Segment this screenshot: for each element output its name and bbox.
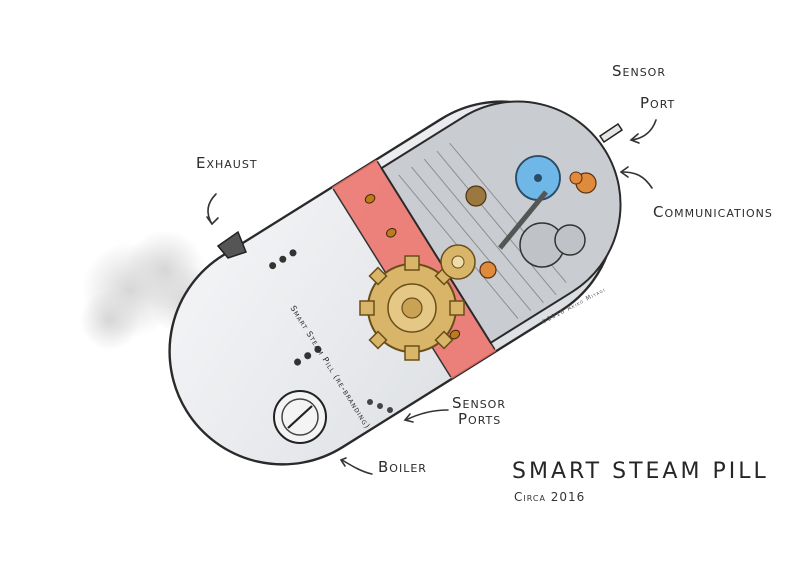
brown-gear — [465, 185, 487, 207]
sensor-port-holes — [367, 399, 393, 413]
sensor-port-label-line1: Sensor — [612, 62, 666, 80]
cutaway-interior — [380, 100, 622, 345]
exhaust-pipe — [216, 230, 247, 259]
small-gold-gear — [440, 244, 476, 280]
orange-gear-left — [479, 261, 497, 279]
boiler-label: Boiler — [378, 458, 427, 476]
exhaust-label: Exhaust — [196, 154, 258, 172]
sensor-port — [598, 122, 624, 144]
sensor-port-label-line2: Port — [640, 94, 676, 112]
orange-gear-right — [569, 171, 597, 194]
piston-rod — [498, 190, 548, 250]
sensor-ports-arrow — [405, 409, 449, 421]
blue-sphere — [515, 155, 561, 201]
sensor-ports-label-line1: Sensor — [452, 394, 506, 412]
sensor-port-arrow — [631, 119, 657, 141]
boiler-arrow — [341, 459, 373, 475]
communications-label: Communications — [653, 203, 773, 221]
sensor-ports-label-line2: Ports — [458, 410, 502, 428]
boiler-hatch — [273, 390, 327, 444]
communications-arrow — [621, 171, 653, 189]
grey-spheres — [519, 222, 586, 268]
page-subtitle: Circa 2016 — [514, 490, 586, 504]
page-title: SMART STEAM PILL — [512, 459, 769, 484]
large-gold-gear — [359, 255, 465, 361]
